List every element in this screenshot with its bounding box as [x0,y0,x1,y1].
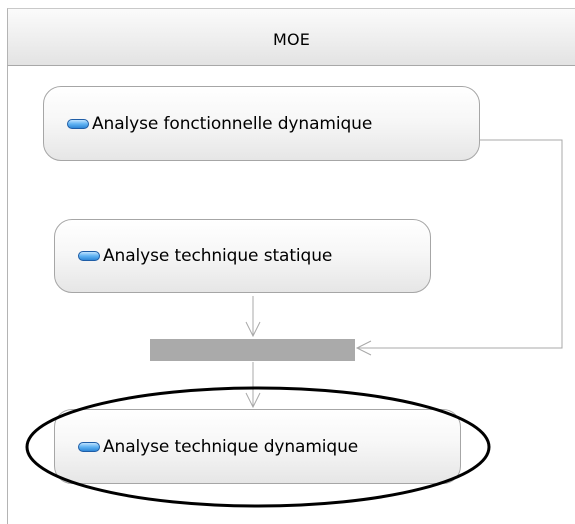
action-node-analyse-technique-statique[interactable]: Analyse technique statique [54,219,431,293]
edge-afd-to-join [357,139,563,349]
action-node-analyse-technique-dynamique[interactable]: Analyse technique dynamique [54,409,461,484]
edge-afd-to-join-arrowhead [355,340,372,356]
edge-ats-to-join-arrowhead [245,321,261,338]
action-node-label: Analyse fonctionnelle dynamique [92,113,373,134]
action-pill-icon [67,118,89,129]
highlight-ellipse [25,386,491,508]
action-pill-icon [78,441,100,452]
action-node-label: Analyse technique dynamique [103,436,359,457]
swimlane-header[interactable]: MOE [7,8,575,66]
edge-join-to-atd-arrowhead [245,392,261,409]
swimlane-left-border [7,8,8,524]
join-bar[interactable] [150,339,355,361]
action-node-label: Analyse technique statique [103,246,333,266]
action-pill-icon [78,251,100,261]
action-node-analyse-fonctionnelle-dynamique[interactable]: Analyse fonctionnelle dynamique [43,86,480,161]
swimlane-title: MOE [272,30,311,49]
